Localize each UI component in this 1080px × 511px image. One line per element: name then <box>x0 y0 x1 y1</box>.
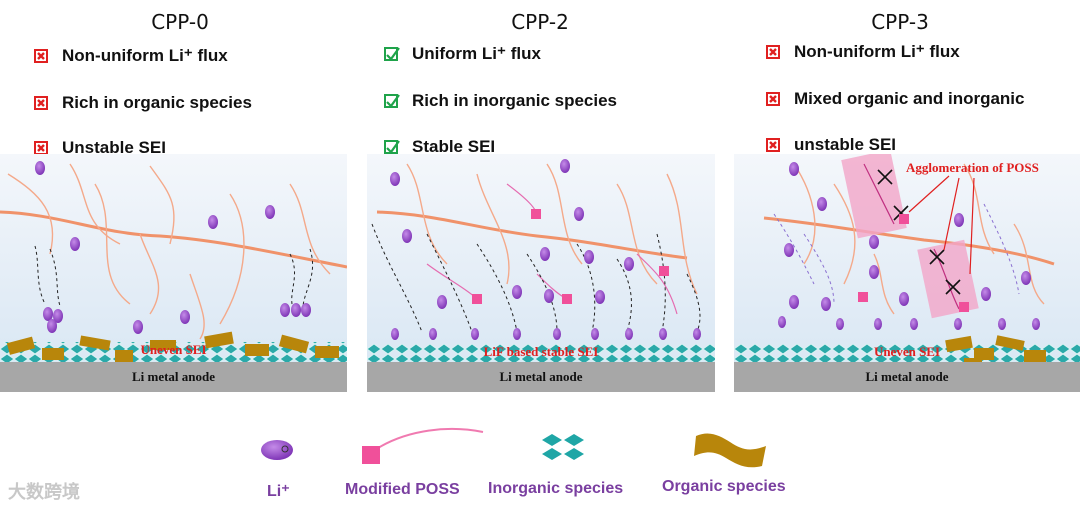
sei-label: Uneven SEI <box>873 344 941 359</box>
li-metal-anode: Li metal anode <box>0 362 347 392</box>
cross-icon <box>766 138 780 152</box>
criterion-sei: Unstable SEI <box>34 138 166 158</box>
criterion-sei: unstable SEI <box>766 135 896 155</box>
scene-cpp2: LiF based stable SEI Li metal anode <box>367 154 715 392</box>
watermark: 大数跨境 <box>8 482 80 502</box>
criterion-flux: Non-uniform Li⁺ flux <box>766 42 960 62</box>
criterion-sei: Stable SEI <box>384 137 495 157</box>
li-ion-icon <box>261 440 293 460</box>
li-metal-anode: Li metal anode <box>734 362 1080 392</box>
criterion-flux: Uniform Li⁺ flux <box>384 44 541 64</box>
criterion-text: Rich in inorganic species <box>412 91 618 110</box>
scene-cpp0: Uneven SEI Li metal anode <box>0 154 347 392</box>
criterion-text: Non-uniform Li⁺ flux <box>794 42 960 61</box>
legend-poss: Modified POSS <box>345 481 460 498</box>
cross-icon <box>766 45 780 59</box>
legend-inorganic: Inorganic species <box>488 480 624 497</box>
cross-icon <box>34 96 48 110</box>
criterion-text: Unstable SEI <box>62 138 166 157</box>
organic-species-icon <box>694 433 766 468</box>
criterion-text: Uniform Li⁺ flux <box>412 44 541 63</box>
scene-illustration <box>0 161 347 362</box>
check-icon <box>384 47 400 61</box>
cross-icon <box>766 92 780 106</box>
criterion-species: Mixed organic and inorganic <box>766 89 1024 109</box>
panel-title-cpp0: CPP-0 <box>151 10 209 34</box>
scene-illustration <box>367 159 715 362</box>
criterion-text: Rich in organic species <box>62 93 252 112</box>
cross-icon <box>34 49 48 63</box>
check-icon <box>384 94 400 108</box>
criterion-species: Rich in organic species <box>34 93 252 113</box>
criterion-text: Stable SEI <box>412 137 496 156</box>
cross-icon <box>34 141 48 155</box>
sei-label: LiF based stable SEI <box>483 344 599 359</box>
scene-illustration <box>734 154 1080 368</box>
panel-title-cpp2: CPP-2 <box>511 10 569 34</box>
scene-cpp3: Agglomeration of POSS Uneven SEI Li meta… <box>734 154 1080 392</box>
sei-label: Uneven SEI <box>140 342 207 357</box>
criterion-text: Non-uniform Li⁺ flux <box>62 46 228 65</box>
legend-li: Li⁺ <box>267 483 290 500</box>
panel-title-cpp3: CPP-3 <box>871 10 929 34</box>
legend-organic: Organic species <box>662 478 786 495</box>
inorganic-species-icon <box>542 434 584 460</box>
criterion-text: unstable SEI <box>794 135 897 154</box>
li-metal-anode: Li metal anode <box>367 362 715 392</box>
agglomeration-label: Agglomeration of POSS <box>906 160 1039 175</box>
modified-poss-icon <box>362 427 484 464</box>
check-icon <box>384 140 400 154</box>
criterion-flux: Non-uniform Li⁺ flux <box>34 46 228 66</box>
criterion-species: Rich in inorganic species <box>384 91 617 111</box>
criterion-text: Mixed organic and inorganic <box>794 89 1025 108</box>
